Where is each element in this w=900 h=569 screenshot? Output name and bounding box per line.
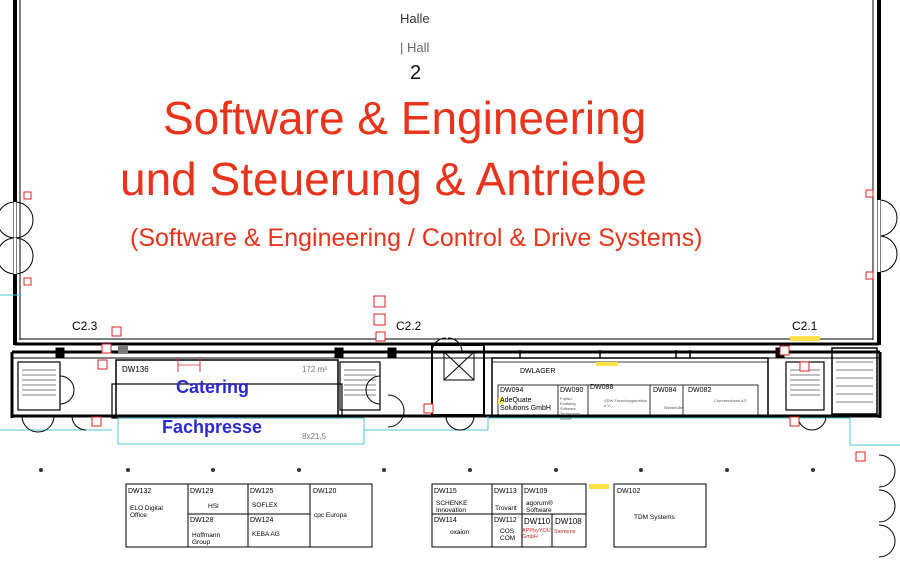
booth-id: DW132: [128, 488, 152, 495]
booth-id: DW090: [560, 387, 584, 394]
booth-block-left: [125, 483, 373, 548]
fachpresse-dims: 8x21,5: [302, 432, 327, 441]
catering-label: Catering: [176, 377, 250, 397]
booth-id: DW113: [494, 488, 517, 495]
booth-name: Fujitsu Enabling Software Technology Gmb…: [560, 396, 581, 421]
booth-id: DW102: [617, 488, 641, 495]
booth-id: DW088: [590, 384, 614, 391]
booth-name: Trovarit: [495, 505, 517, 512]
dwlager-label: DWLAGER: [520, 368, 556, 375]
hall-subtitle: (Software & Engineering / Control & Driv…: [130, 224, 703, 252]
booth-name: Siemens: [554, 529, 576, 535]
elevator: [431, 344, 485, 416]
booth-id: DW115: [434, 488, 457, 495]
booth-name: COS COM: [500, 528, 516, 543]
booth-name: agorum® Software: [526, 500, 553, 515]
booth-name: Hoffmann Group: [192, 532, 221, 547]
exit-c23: C2.3: [72, 319, 98, 333]
booth-id: DW108: [555, 517, 582, 526]
dw136-area: 172 m²: [302, 365, 327, 374]
booth-name: ELO Digital Office: [130, 505, 163, 520]
booth-name: KEBA AG: [252, 531, 280, 538]
exit-c22: C2.2: [396, 319, 422, 333]
stairwell-mid: [339, 361, 381, 411]
hall-number: 2: [410, 62, 422, 84]
booth-id: DW094: [500, 387, 524, 394]
stairwell-far-right: [831, 347, 878, 415]
booth-id: DW109: [524, 488, 548, 495]
booth-name: HSI: [208, 503, 219, 510]
booth-id: DW082: [688, 387, 712, 394]
stairwell-left: [17, 361, 61, 411]
fachpresse-area: [117, 417, 365, 445]
room-dw136: [115, 359, 339, 417]
booth-name: TDM Systems: [634, 514, 675, 521]
hall-title-line1: Software & Engineering: [163, 92, 647, 144]
hall-label-en: | Hall: [400, 40, 430, 55]
booth-name: oxaion: [450, 529, 470, 536]
booth-name: Weidmüller: [664, 405, 684, 410]
booth-id: DW128: [190, 517, 214, 524]
booth-id: DW112: [494, 517, 517, 524]
booth-name: SOFLEX: [252, 502, 278, 509]
booth-name: cpc Europa: [314, 512, 347, 519]
booth-id: DW124: [250, 517, 274, 524]
booth-name: SCHENKE Innovation: [436, 500, 468, 515]
fachpresse-label: Fachpresse: [162, 417, 263, 437]
hall-title-line2: und Steuerung & Antriebe: [120, 153, 647, 205]
booth-name: AdeQuate Solutions GmbH: [500, 397, 551, 413]
booth-name: Commerzbank AG: [714, 398, 747, 403]
booth-tdm: [613, 483, 707, 548]
booth-id: DW110: [524, 517, 551, 526]
booth-block-right: [431, 483, 587, 548]
room-dwlager: [491, 357, 769, 417]
booth-id: DW120: [313, 488, 337, 495]
booth-name: VDW Forschungsinstitut e.V.: [604, 398, 647, 408]
dw136-id: DW136: [122, 365, 149, 374]
booth-id: DW114: [434, 517, 457, 524]
booth-id: DW125: [250, 488, 274, 495]
booth-id: DW084: [653, 387, 677, 394]
booth-name: APPbyYOU GmbH: [522, 528, 551, 541]
exit-c21: C2.1: [792, 319, 818, 333]
hall-label-de: Halle: [400, 11, 430, 26]
booth-id: DW129: [190, 488, 214, 495]
